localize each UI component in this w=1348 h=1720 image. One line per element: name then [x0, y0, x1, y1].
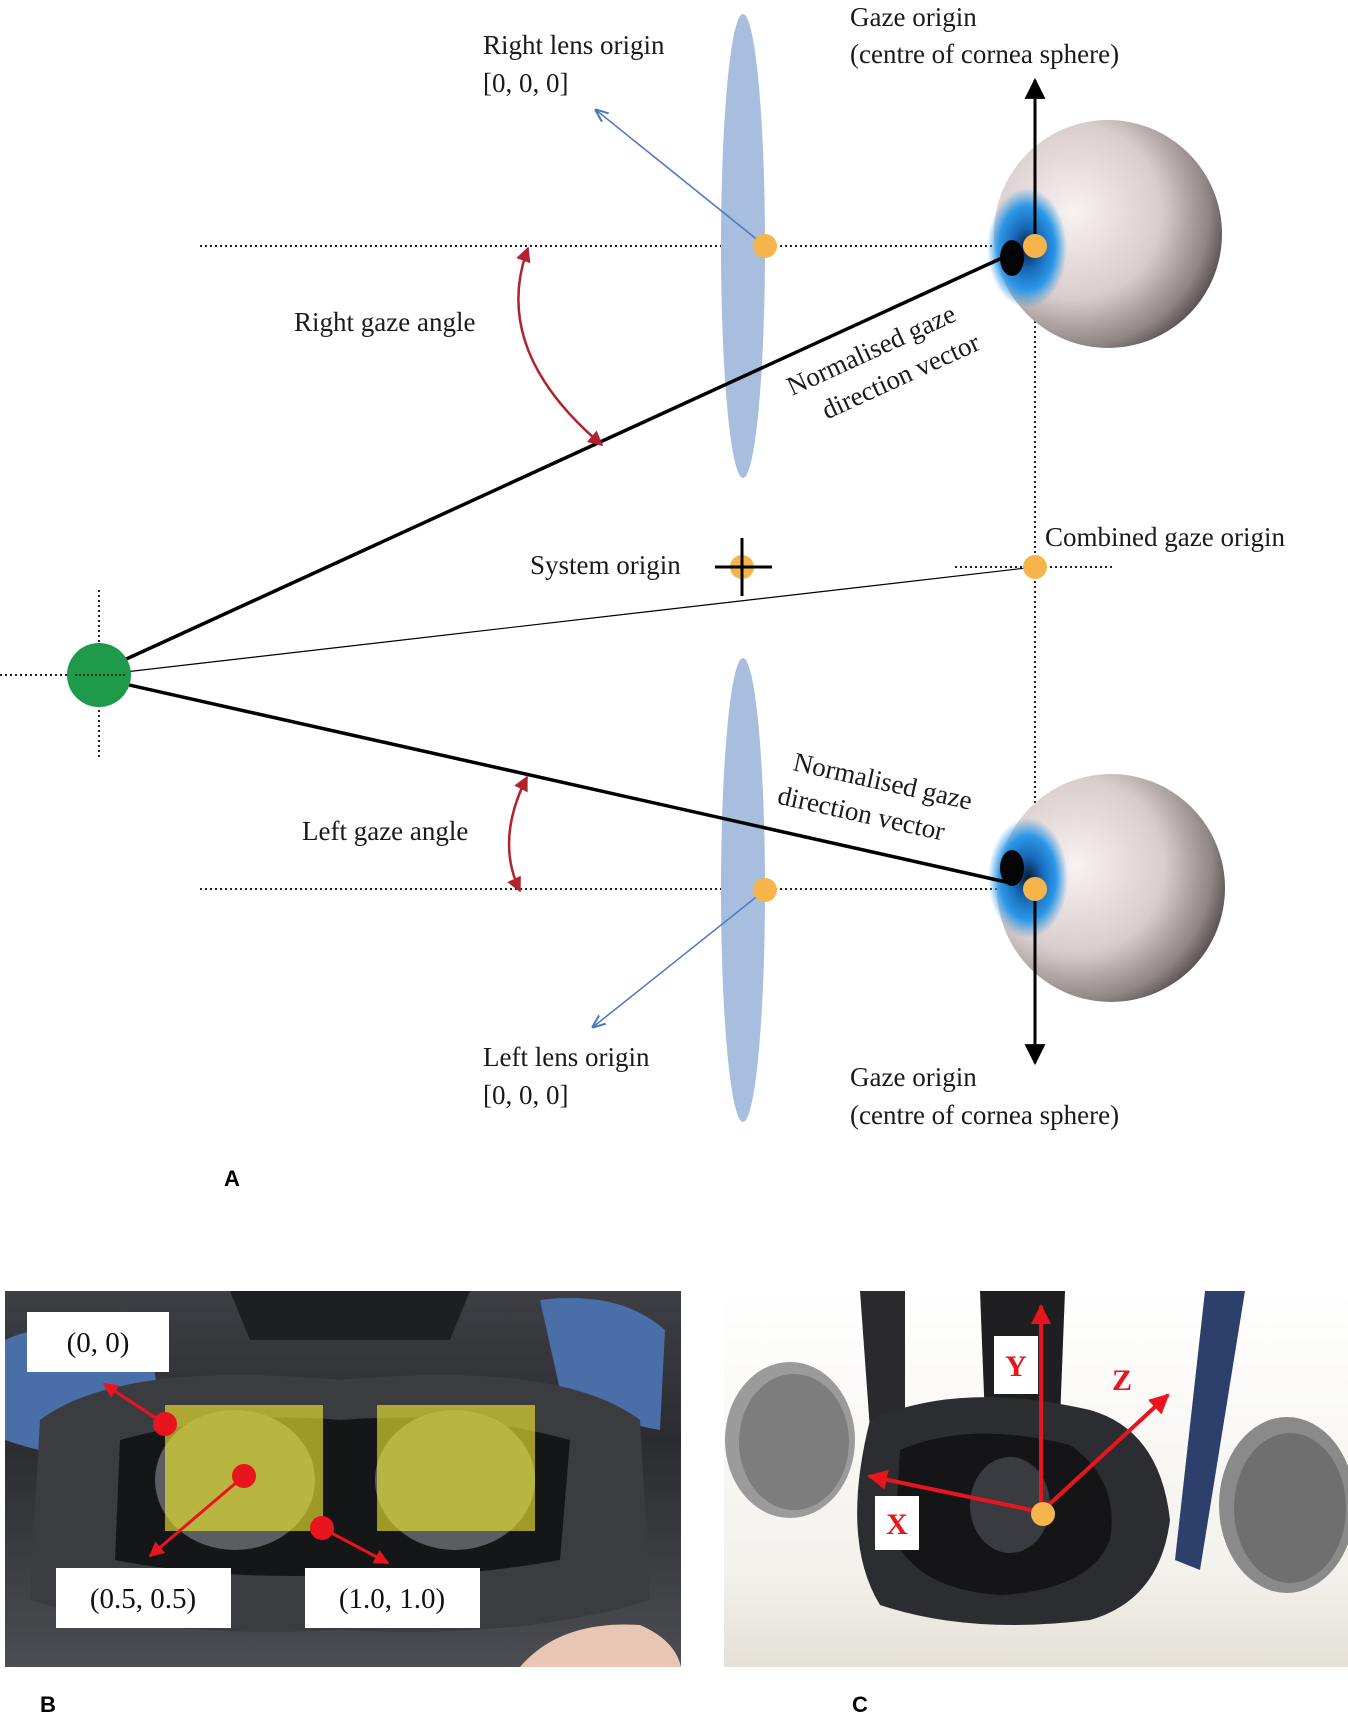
right-display-overlay	[377, 1405, 535, 1531]
gaze-origin-bottom-label: Gaze origin	[850, 1062, 977, 1092]
gaze-origin-top-label: Gaze origin	[850, 2, 977, 32]
headset-origin-dot	[1031, 1502, 1055, 1526]
right-lens-origin-dot	[753, 234, 777, 258]
axis-x-label: X	[875, 1496, 919, 1550]
right-gaze-angle-label: Right gaze angle	[294, 307, 475, 337]
panel-a-label: A	[224, 1166, 240, 1191]
system-origin-label: System origin	[530, 550, 681, 580]
coord-box-origin: (0, 0)	[27, 1312, 169, 1372]
axis-z-arrow	[1039, 1393, 1170, 1514]
axis-x-arrow	[867, 1469, 1042, 1514]
panel-b: (0, 0) (0.5, 0.5) (1.0, 1.0) B	[5, 1291, 681, 1717]
left-gaze-origin-dot	[1023, 877, 1047, 901]
crosshair-icon	[715, 538, 772, 596]
panel-c-label: C	[852, 1692, 868, 1717]
right-gaze-angle-arc	[516, 246, 604, 446]
left-lens-origin-dot	[753, 878, 777, 902]
axis-y-label: Y	[994, 1336, 1038, 1394]
left-gaze-angle-arc	[507, 775, 529, 893]
right-gaze-vector	[95, 250, 1016, 674]
gaze-origin-top-sub: (centre of cornea sphere)	[850, 39, 1119, 69]
panel-b-label: B	[40, 1692, 56, 1717]
svg-text:(1.0, 1.0): (1.0, 1.0)	[339, 1583, 445, 1615]
panel-a: Right lens origin [0, 0, 0] Gaze origin …	[0, 2, 1285, 1191]
right-gaze-origin-dot	[1023, 234, 1047, 258]
left-gaze-angle-label: Left gaze angle	[302, 816, 468, 846]
axis-z-label: Z	[1112, 1364, 1132, 1397]
svg-text:(0, 0): (0, 0)	[67, 1327, 130, 1359]
combined-gaze-origin-label: Combined gaze origin	[1045, 522, 1285, 552]
right-lens	[721, 14, 765, 478]
coord-box-center: (0.5, 0.5)	[56, 1568, 231, 1628]
left-lens-origin-arrow	[593, 889, 766, 1027]
coord-marker-origin	[153, 1412, 177, 1436]
left-lens-origin-coords: [0, 0, 0]	[483, 1080, 568, 1110]
right-lens-origin-coords: [0, 0, 0]	[483, 68, 568, 98]
left-gaze-vector	[95, 670, 1016, 886]
right-lens-origin-arrow	[596, 110, 766, 247]
right-lens-origin-label: Right lens origin	[483, 30, 665, 60]
svg-text:Z: Z	[1112, 1364, 1132, 1397]
svg-text:Y: Y	[1005, 1350, 1027, 1383]
svg-text:(0.5, 0.5): (0.5, 0.5)	[90, 1583, 196, 1615]
vector-top-label: Normalised gaze direction vector	[782, 298, 984, 425]
vector-bottom-label: Normalised gaze direction vector	[775, 747, 975, 847]
coord-marker-end	[310, 1516, 334, 1540]
combined-gaze-origin-dot	[1023, 555, 1047, 579]
right-eyeball-icon	[987, 120, 1222, 348]
combined-gaze-line	[98, 566, 1036, 676]
left-eyeball-icon	[988, 774, 1225, 1002]
panel-c: Y Z X C	[724, 1291, 1348, 1717]
svg-text:X: X	[886, 1508, 908, 1541]
coord-box-end: (1.0, 1.0)	[305, 1568, 480, 1628]
left-lens-origin-label: Left lens origin	[483, 1042, 650, 1072]
left-lens	[721, 658, 765, 1122]
coord-marker-center	[232, 1464, 256, 1488]
gaze-origin-bottom-sub: (centre of cornea sphere)	[850, 1100, 1119, 1130]
